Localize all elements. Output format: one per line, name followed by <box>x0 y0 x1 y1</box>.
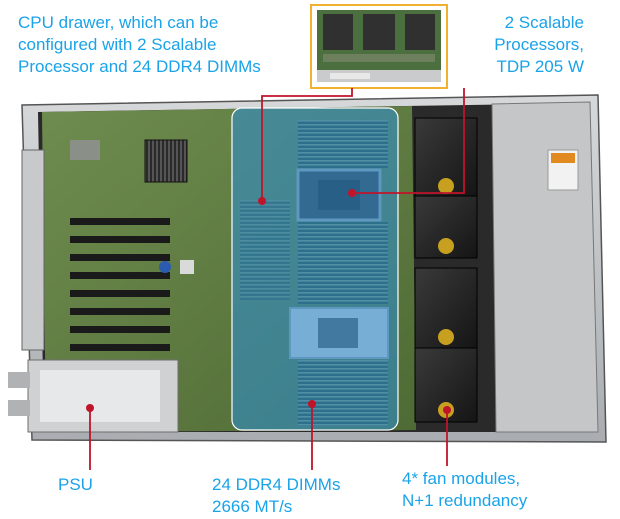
cpu-drawer-label: CPU drawer, which can be configured with… <box>18 13 261 76</box>
psu-module <box>8 359 179 433</box>
leader-dots <box>86 189 451 414</box>
chipset-heatsink <box>144 139 188 183</box>
pcie-slots <box>70 218 170 351</box>
rear-io-panel <box>21 149 45 351</box>
cpu-drawer-inset-photo <box>310 4 448 89</box>
cpu-drawer-highlight <box>231 107 399 431</box>
dimms-label: 24 DDR4 DIMMs 2666 MT/s <box>212 475 341 516</box>
drive-cage <box>491 101 599 433</box>
leader-lines <box>89 88 465 470</box>
fans-label: 4* fan modules, N+1 redundancy <box>402 469 528 510</box>
psu-label: PSU <box>58 475 93 494</box>
processors-leader <box>352 88 465 194</box>
processors-label: 2 Scalable Processors, TDP 205 W <box>494 13 584 76</box>
fan-modules <box>414 117 478 423</box>
cpu-drawer-leader <box>261 88 353 201</box>
